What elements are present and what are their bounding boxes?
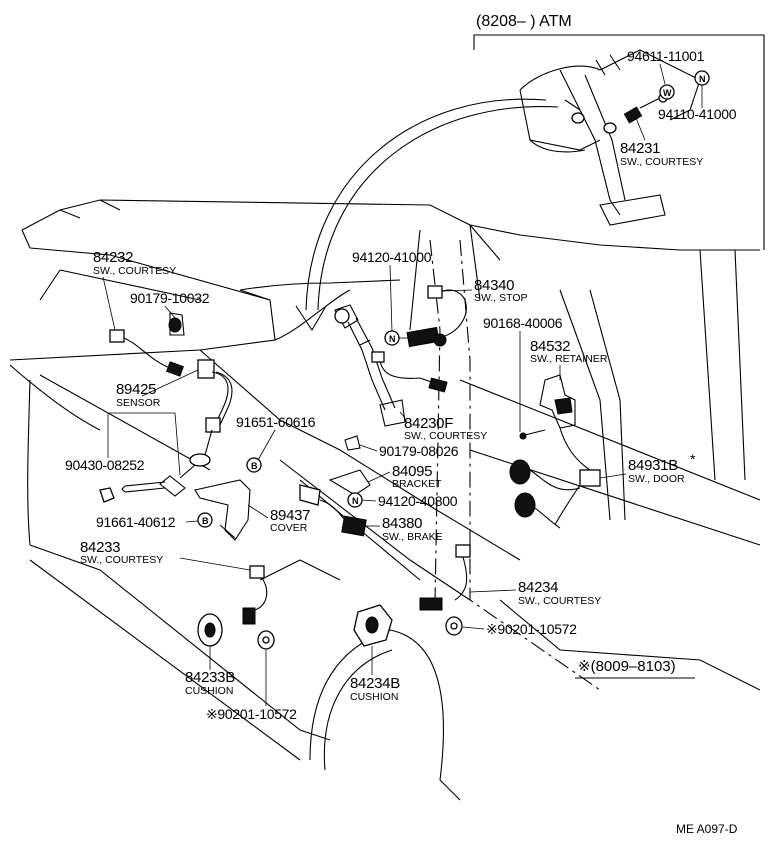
svg-text:N: N [699,74,706,84]
part-84234-number: 84234 [518,579,558,596]
part-89437-desc: COVER [270,522,308,534]
car-body-outline [9,199,761,801]
part-90201-10572-right-number: ※90201-10572 [486,621,577,637]
part-84532-desc: SW., RETAINER [530,353,608,365]
part-84231-number: 84231 [620,140,660,157]
part-89425-number: 89425 [116,381,156,398]
part-84532-number: 84532 [530,338,570,355]
courtesy-switch-84234 [419,544,471,636]
part-84233-desc: SW., COURTESY [80,554,163,566]
part-90179-08026-number: 90179-08026 [379,443,459,459]
svg-text:N: N [389,334,396,344]
part-84233-number: 84233 [80,539,120,556]
date-range-note: ※(8009–8103) [578,658,676,675]
part-84232-number: 84232 [93,249,133,266]
part-84230F-desc: SW., COURTESY [404,430,487,442]
asterisk-mark: * [690,451,696,467]
atm-pedal-inset [519,49,701,226]
part-90201-10572-left-number: ※90201-10572 [206,706,297,722]
part-84232-desc: SW., COURTESY [93,265,176,277]
atm-inset-bracket: (8208– ) ATM [473,13,765,250]
nut-90430 [99,487,115,503]
part-84234B-desc: CUSHION [350,691,398,703]
part-90430-08252-number: 90430-08252 [65,457,145,473]
cushion-84234B [353,604,393,647]
sensor-89425 [121,359,233,497]
part-84931B-number: 84931B [628,457,678,474]
washer-w-symbol [659,84,675,100]
part-84234-desc: SW., COURTESY [518,595,601,607]
part-94110-41000-number: 94110-41000 [658,106,737,122]
svg-text:B: B [202,516,209,526]
part-84095-desc: BRACKET [392,478,442,490]
part-90168-40006-number: 90168-40006 [483,315,563,331]
pointer-arrow [295,98,559,332]
stop-switch-84340 [406,285,467,348]
part-84931B-desc: SW., DOOR [628,473,685,485]
brake-switch-84380 [299,435,371,537]
part-94120-41000-number: 94120-41000 [352,249,432,265]
svg-text:B: B [251,461,258,471]
atm-label: (8208– ) ATM [476,13,572,30]
courtesy-switch-84232 [109,312,185,377]
brake-pedal-assembly [334,304,448,427]
part-84231-desc: SW., COURTESY [620,156,703,168]
part-89425-desc: SENSOR [116,397,161,409]
part-84233B-desc: CUSHION [185,685,233,697]
cover-89437: B B [194,457,262,541]
part-84380-desc: SW., BRAKE [382,531,443,543]
part-91661-40612-number: 91661-40612 [96,514,176,530]
reference-code: ME A097-D [676,822,738,836]
part-84095-number: 84095 [392,463,432,480]
part-91651-60616-number: 91651-60616 [236,414,316,430]
part-84234B-number: 84234B [350,675,400,692]
courtesy-switch-84233 [242,565,275,650]
part-94120-40800-number: 94120-40800 [378,493,458,509]
part-84380-number: 84380 [382,515,422,532]
part-84340-desc: SW., STOP [474,292,527,304]
part-84230F-number: 84230F [404,415,453,432]
door-switch-84931B [509,374,601,529]
symbol-w: W [663,88,672,98]
part-90179-10032-number: 90179-10032 [130,290,210,306]
part-84340-number: 84340 [474,277,514,294]
part-84233B-number: 84233B [185,669,235,686]
part-94611-11001-number: 94611-11001 [627,48,705,64]
svg-text:N: N [352,496,359,506]
part-89437-number: 89437 [270,507,310,524]
cushion-84233B [197,613,223,647]
